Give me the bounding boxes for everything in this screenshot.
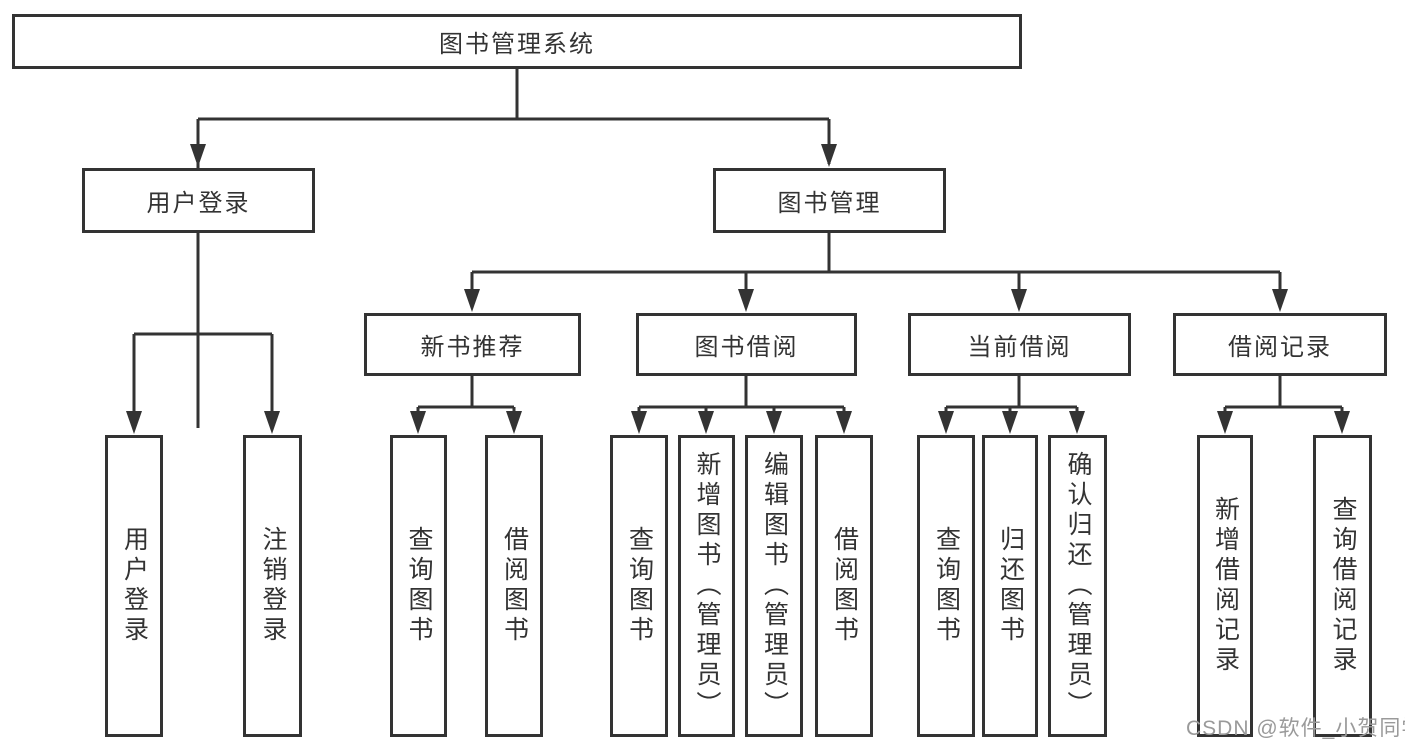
arrow-icon: [1011, 289, 1027, 312]
watermark-text: CSDN @软件_小贺同学: [1186, 717, 1405, 740]
arrow-icon: [738, 289, 754, 312]
arrow-icon: [410, 411, 426, 434]
node-user-login: 用户登录: [82, 168, 315, 233]
leaf-label: 借阅图书: [830, 526, 859, 646]
arrow-icon: [506, 411, 522, 434]
leaf-label: 用户登录: [120, 526, 149, 646]
leaf-borrow-books-recommend: 借阅图书: [485, 435, 543, 737]
leaf-label: 编辑图书（管理员）: [760, 451, 789, 721]
leaf-label: 查询图书: [405, 526, 433, 646]
node-book-management: 图书管理: [713, 168, 946, 233]
arrow-icon: [264, 411, 280, 434]
leaf-logout: 注销登录: [243, 435, 302, 737]
arrow-icon: [938, 411, 954, 434]
leaf-query-books-current: 查询图书: [917, 435, 975, 737]
connector-bookborrow-to-leaves: [637, 376, 846, 428]
arrow-icon: [1334, 411, 1350, 434]
node-root: 图书管理系统: [12, 14, 1022, 69]
leaf-label: 查询借阅记录: [1329, 496, 1357, 676]
leaf-label: 查询图书: [625, 526, 654, 646]
leaf-return-book: 归还图书: [982, 435, 1038, 737]
leaf-label: 新增借阅记录: [1211, 496, 1240, 676]
arrow-icon: [766, 411, 782, 434]
connector-records-to-leaves: [1223, 376, 1344, 428]
leaf-add-borrow-record: 新增借阅记录: [1197, 435, 1253, 737]
node-book-borrow: 图书借阅: [636, 313, 857, 376]
arrow-icon: [1217, 411, 1233, 434]
arrow-icon: [1002, 411, 1018, 434]
leaf-query-borrow-record: 查询借阅记录: [1313, 435, 1372, 737]
arrow-icon: [836, 411, 852, 434]
connector-userlogin-to-leaves: [132, 233, 274, 428]
leaf-label: 归还图书: [996, 526, 1025, 646]
leaf-confirm-return-admin: 确认归还（管理员）: [1048, 435, 1107, 737]
leaf-user-login: 用户登录: [105, 435, 163, 737]
arrow-icon: [698, 411, 714, 434]
arrow-icon: [631, 411, 647, 434]
leaf-query-books-recommend: 查询图书: [390, 435, 447, 737]
leaf-add-book-admin: 新增图书（管理员）: [678, 435, 735, 737]
connector-currentborrow-to-leaves: [944, 376, 1079, 428]
leaf-label: 确认归还（管理员）: [1064, 451, 1092, 721]
leaf-query-books-borrow: 查询图书: [610, 435, 668, 737]
arrow-icon: [1272, 289, 1288, 312]
arrow-icon: [1069, 411, 1085, 434]
arrow-icon: [190, 144, 206, 167]
leaf-label: 新增图书（管理员）: [693, 451, 721, 721]
arrow-icon: [821, 144, 837, 167]
leaf-label: 注销登录: [259, 526, 287, 646]
connector-newbooks-to-leaves: [416, 376, 516, 428]
arrow-icon: [464, 289, 480, 312]
node-new-book-recommend: 新书推荐: [364, 313, 581, 376]
arrow-icon: [126, 411, 142, 434]
node-borrow-records: 借阅记录: [1173, 313, 1387, 376]
leaf-label: 借阅图书: [500, 526, 529, 646]
connector-bookmgmt-to-level3: [470, 233, 1282, 308]
leaf-edit-book-admin: 编辑图书（管理员）: [745, 435, 803, 737]
leaf-label: 查询图书: [932, 526, 961, 646]
leaf-borrow-books: 借阅图书: [815, 435, 873, 737]
node-current-borrow: 当前借阅: [908, 313, 1131, 376]
